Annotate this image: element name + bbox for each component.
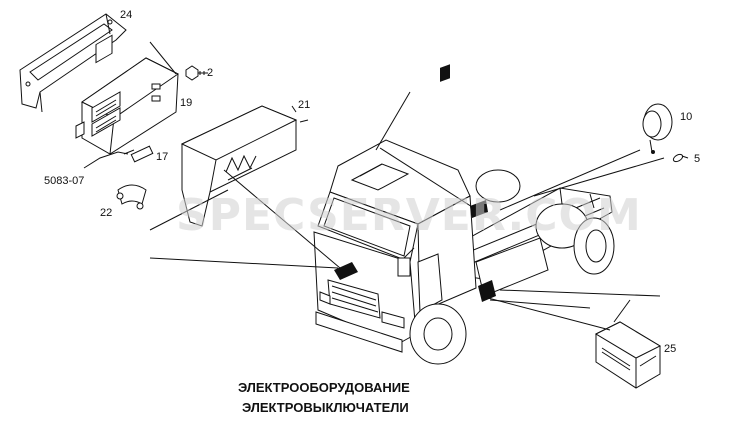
leader-lines [149,91,665,331]
watermark: SPECSERVER.COM [176,190,642,241]
callout-2: 2 [207,67,213,79]
bolt-part-2 [185,65,208,81]
bulb-part-5 [672,153,689,163]
callout-10: 10 [680,111,692,123]
truck-illustration [313,64,615,365]
bracket-part-24 [19,13,127,113]
lamp-part-10 [642,103,673,154]
callout-22: 22 [100,207,112,219]
callout-21: 21 [298,99,310,111]
clip-part-22 [116,184,147,210]
callout-17: 17 [156,151,168,163]
callout-19: 19 [180,97,192,109]
caption-line-1: ЭЛЕКТРООБОРУДОВАНИЕ [238,380,410,395]
cover-part-21 [180,105,298,227]
control-unit-part-19 [75,34,179,155]
callout-24: 24 [120,9,132,21]
reference-code: 5083-07 [44,175,84,187]
callout-5: 5 [694,153,700,165]
callout-25: 25 [664,343,676,355]
caption-line-2: ЭЛЕКТРОВЫКЛЮЧАТЕЛИ [242,400,409,415]
fuse-part-17 [83,145,154,169]
module-part-25 [594,321,662,389]
